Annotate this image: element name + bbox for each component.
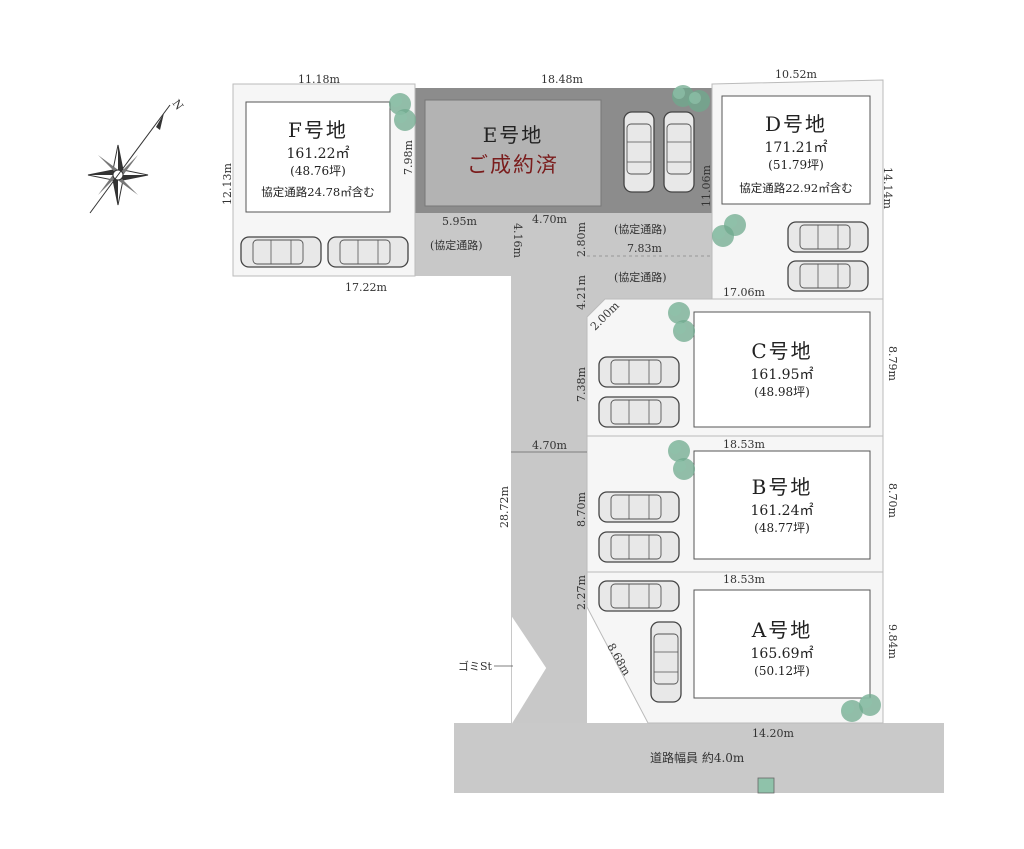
lot-a-tsubo: (50.12坪) — [754, 664, 810, 678]
passage-f — [415, 213, 511, 276]
drain-cover — [757, 777, 775, 794]
dim-e-top: 18.48m — [541, 73, 583, 86]
lot-d-tsubo: (51.79坪) — [768, 158, 824, 172]
lot-f-note: 協定通路24.78㎡含む — [261, 185, 374, 199]
dim-drive-mid: 4.70m — [532, 439, 567, 452]
car-icon — [623, 111, 655, 193]
car-icon — [327, 236, 409, 268]
dim-c-right: 8.79m — [886, 346, 899, 381]
passage-d-lower — [587, 256, 712, 317]
tree-icon — [673, 320, 695, 342]
dim-drive-top: 4.70m — [532, 213, 567, 226]
garbage-label: ゴミSt — [458, 659, 493, 673]
car-icon — [598, 580, 680, 612]
lot-c-title: C号地 — [751, 339, 812, 363]
dim-c-left: 7.38m — [575, 367, 588, 402]
dim-f-top: 11.18m — [298, 73, 340, 86]
lot-d-title: D号地 — [765, 112, 827, 136]
passage-d-upper — [587, 213, 712, 256]
dim-b-left: 8.70m — [575, 492, 588, 527]
dim-d-right: 14.14m — [881, 167, 894, 209]
dim-e-right: 11.06m — [700, 165, 713, 207]
car-icon — [598, 356, 680, 388]
dim-a-right: 9.84m — [886, 624, 899, 659]
lot-e-title: E号地 — [483, 123, 544, 147]
dim-drive-left-top: 4.16m — [511, 223, 524, 258]
dim-b-top: 18.53m — [723, 438, 765, 451]
car-icon — [598, 396, 680, 428]
dim-d-bottom: 17.06m — [723, 286, 765, 299]
lot-f-label-box — [245, 101, 391, 213]
car-icon — [650, 621, 682, 703]
lot-c-label-box — [693, 311, 871, 428]
road-label: 道路幅員 約4.0m — [650, 750, 745, 765]
dim-a-left-top: 2.27m — [575, 575, 588, 610]
dim-d-top: 10.52m — [775, 68, 817, 81]
dim-f-bottom: 17.22m — [345, 281, 387, 294]
lot-a-area: 165.69㎡ — [751, 646, 814, 662]
dim-f-left: 12.13m — [221, 163, 234, 205]
car-icon — [787, 221, 869, 253]
tree-icon — [394, 109, 416, 131]
lot-e-status: ご成約済 — [467, 153, 559, 177]
lot-f-area: 161.22㎡ — [287, 146, 350, 162]
lot-b-title: B号地 — [752, 475, 813, 499]
tree-icon — [859, 694, 881, 716]
lot-c-area: 161.95㎡ — [751, 367, 814, 383]
dim-passage-low-v: 4.21m — [575, 275, 588, 310]
dim-f-passage: 5.95m — [442, 215, 477, 228]
lot-d-label-box — [721, 95, 871, 205]
passage-label-d-lower: (協定通路) — [614, 270, 667, 284]
lot-a-label-box — [693, 589, 871, 699]
tree-icon — [688, 90, 710, 112]
front-road — [454, 723, 944, 793]
dim-b-right: 8.70m — [886, 483, 899, 518]
dim-f-right: 7.98m — [402, 140, 415, 175]
dim-a-bottom: 14.20m — [752, 727, 794, 740]
car-icon — [663, 111, 695, 193]
dim-passage-mid-v: 2.80m — [575, 222, 588, 257]
north-label: N — [170, 97, 186, 113]
lot-f-title: F号地 — [288, 118, 348, 142]
lot-b-label-box — [693, 450, 871, 560]
dim-drive-left: 28.72m — [498, 486, 511, 528]
lot-e-label-box — [424, 99, 602, 207]
car-icon — [787, 260, 869, 292]
car-icon — [240, 236, 322, 268]
lot-b-tsubo: (48.77坪) — [754, 521, 810, 535]
car-icon — [598, 491, 680, 523]
shared-driveway — [511, 213, 587, 723]
garbage-station — [512, 616, 547, 724]
lot-b-area: 161.24㎡ — [751, 503, 814, 519]
lot-f-tsubo: (48.76坪) — [290, 164, 346, 178]
tree-icon — [673, 458, 695, 480]
passage-label-d-upper: (協定通路) — [614, 222, 667, 236]
dim-a-top: 18.53m — [723, 573, 765, 586]
tree-icon — [712, 225, 734, 247]
compass-rose-icon — [87, 104, 171, 214]
passage-label-f: (協定通路) — [430, 238, 483, 252]
lot-d-note: 協定通路22.92㎡含む — [739, 181, 852, 195]
car-icon — [598, 531, 680, 563]
lot-c-tsubo: (48.98坪) — [754, 385, 810, 399]
lot-d-area: 171.21㎡ — [765, 140, 828, 156]
dim-passage-mid-h: 7.83m — [627, 242, 662, 255]
lot-a-title: A号地 — [751, 618, 812, 642]
